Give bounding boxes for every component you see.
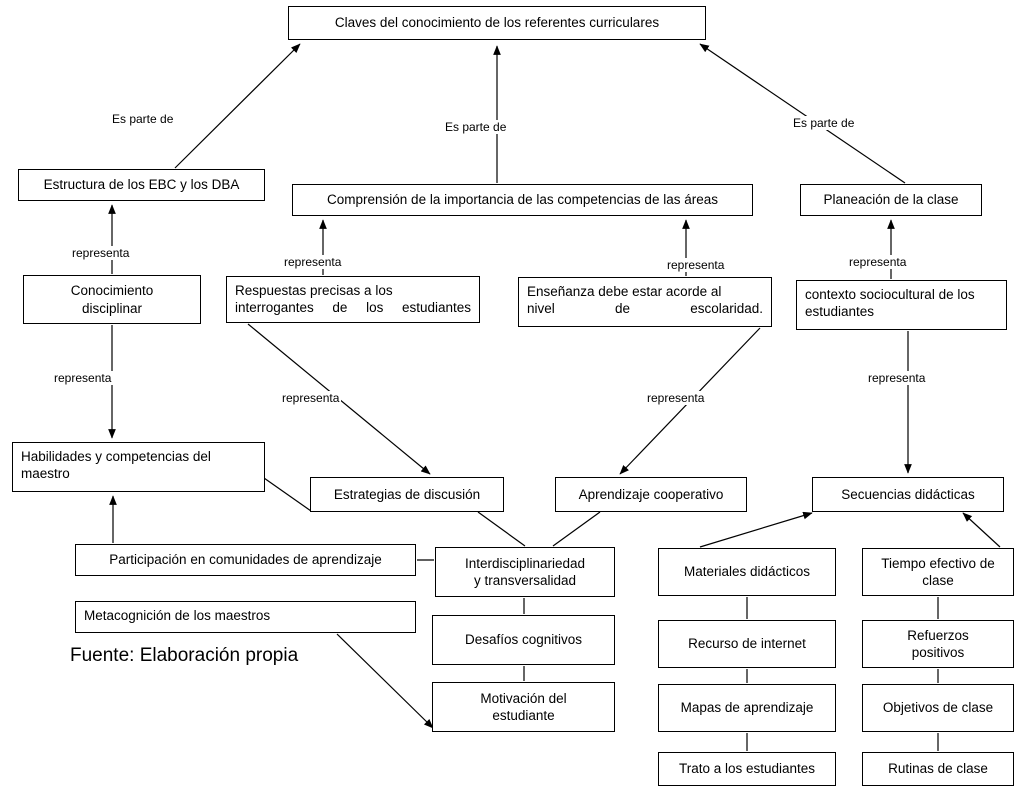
edge-label-lbl-representa-1: representa	[70, 246, 132, 260]
edge-estrategias-to-interdisciplinariedad	[477, 511, 526, 547]
node-aprendizaje[interactable]: Aprendizaje cooperativo	[555, 477, 747, 512]
node-desafios[interactable]: Desafíos cognitivos	[432, 615, 615, 665]
node-label-objetivos: Objetivos de clase	[882, 700, 994, 716]
edge-ebc-to-root	[174, 43, 301, 169]
node-label-desafios: Desafíos cognitivos	[464, 632, 583, 648]
edge-label-lbl-esparte-1: Es parte de	[110, 112, 176, 126]
node-label-rutinas: Rutinas de clase	[888, 761, 988, 777]
node-label-estrategias: Estrategias de discusión	[333, 486, 481, 502]
edge-label-lbl-representa-5: representa	[52, 371, 114, 385]
node-label-trato: Trato a los estudiantes	[678, 761, 816, 777]
node-label-metacognicion: Metacognición de los maestros	[84, 608, 271, 623]
node-metacognicion[interactable]: Metacognición de los maestros	[75, 601, 416, 633]
edge-label-lbl-esparte-2: Es parte de	[443, 120, 509, 134]
edge-label-lbl-representa-4: representa	[847, 255, 909, 269]
node-recurso[interactable]: Recurso de internet	[658, 620, 836, 668]
node-comprension[interactable]: Comprensión de la importancia de las com…	[292, 184, 753, 216]
edge-label-lbl-representa-6: representa	[280, 391, 342, 405]
edge-metacognicion-to-motivacion	[336, 633, 434, 729]
node-mapas[interactable]: Mapas de aprendizaje	[658, 684, 836, 732]
node-estrategias[interactable]: Estrategias de discusión	[310, 477, 504, 512]
edge-aprendizaje-to-interdisciplinariedad	[552, 511, 601, 547]
edge-habilidades-to-estrategias	[263, 477, 312, 512]
edge-label-lbl-representa-7: representa	[645, 391, 707, 405]
node-label-aprendizaje: Aprendizaje cooperativo	[578, 486, 724, 502]
node-root[interactable]: Claves del conocimiento de los referente…	[288, 6, 706, 40]
node-label-mapas: Mapas de aprendizaje	[680, 700, 814, 716]
node-objetivos[interactable]: Objetivos de clase	[862, 684, 1014, 732]
edge-label-lbl-representa-8: representa	[866, 371, 928, 385]
node-rutinas[interactable]: Rutinas de clase	[862, 752, 1014, 786]
node-label-secuencias: Secuencias didácticas	[841, 486, 975, 502]
node-ebc[interactable]: Estructura de los EBC y los DBA	[18, 169, 265, 201]
node-label-participacion: Participación en comunidades de aprendiz…	[109, 552, 382, 568]
node-secuencias[interactable]: Secuencias didácticas	[812, 477, 1004, 512]
edge-tiempo-to-secuencias	[962, 512, 1001, 548]
source-note: Fuente: Elaboración propia	[70, 645, 299, 666]
edge-label-lbl-representa-3: representa	[665, 258, 727, 272]
node-label-ebc: Estructura de los EBC y los DBA	[43, 177, 240, 193]
node-trato[interactable]: Trato a los estudiantes	[658, 752, 836, 786]
node-materiales[interactable]: Materiales didácticos	[658, 548, 836, 596]
node-label-materiales: Materiales didácticos	[683, 564, 811, 580]
node-participacion[interactable]: Participación en comunidades de aprendiz…	[75, 544, 416, 576]
edge-planeacion-to-root	[699, 43, 906, 184]
node-label-planeacion: Planeación de la clase	[823, 192, 959, 208]
edge-materiales-to-secuencias	[699, 511, 813, 548]
edge-label-lbl-esparte-3: Es parte de	[791, 116, 857, 130]
node-label-recurso: Recurso de internet	[688, 636, 806, 652]
edge-label-lbl-representa-2: representa	[282, 255, 344, 269]
node-label-root: Claves del conocimiento de los referente…	[334, 15, 660, 31]
node-label-comprension: Comprensión de la importancia de las com…	[327, 192, 718, 208]
node-planeacion[interactable]: Planeación de la clase	[800, 184, 982, 216]
